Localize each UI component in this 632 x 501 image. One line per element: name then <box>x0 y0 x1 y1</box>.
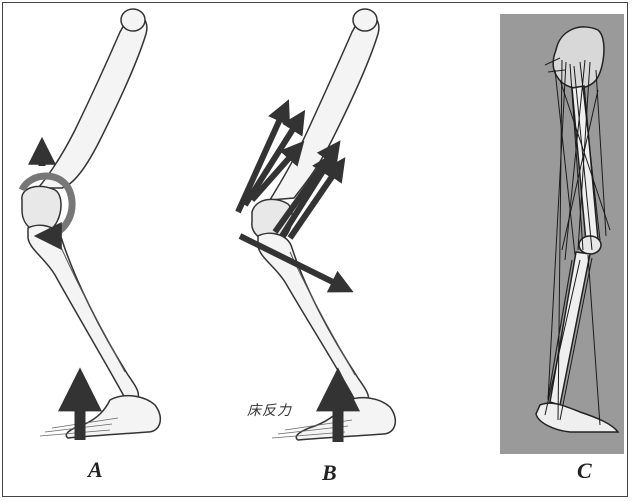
panel-a <box>22 9 160 440</box>
foot-b <box>296 398 395 440</box>
panel-label-b: B <box>322 460 337 486</box>
panel-label-a: A <box>88 457 103 483</box>
panel-c <box>536 27 618 432</box>
panel-label-c: C <box>577 458 592 484</box>
panel-b <box>238 9 395 442</box>
tibia-a <box>28 225 138 400</box>
foot-c <box>536 403 618 432</box>
femur-a <box>38 15 147 188</box>
tibia-b <box>258 233 368 402</box>
ground-reaction-label: 床反力 <box>247 400 292 420</box>
